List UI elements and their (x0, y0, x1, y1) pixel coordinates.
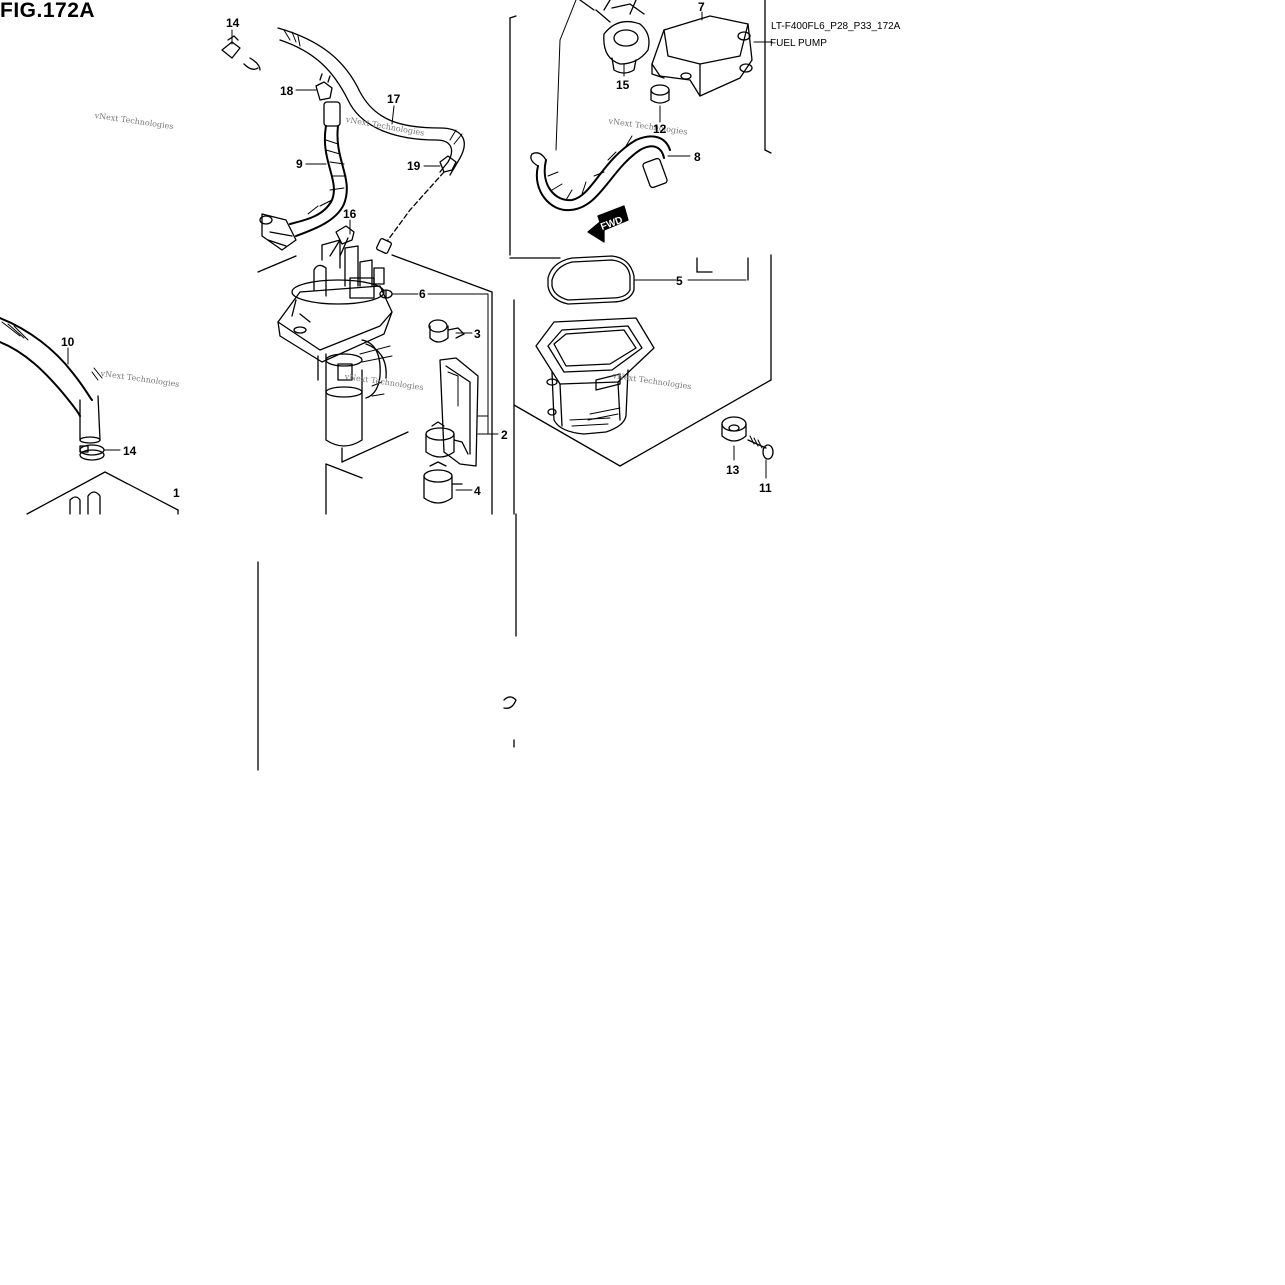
callout-numbers: 14 18 17 9 19 16 6 3 10 14 1 2 4 7 15 12… (61, 0, 772, 500)
callout-13: 13 (726, 463, 740, 477)
fwd-arrow (587, 205, 629, 243)
clip-19 (376, 155, 457, 254)
callout-7: 7 (698, 0, 705, 14)
callout-17: 17 (387, 92, 401, 106)
bolt-16 (329, 225, 355, 257)
grommet-13 (721, 416, 747, 442)
callout-16: 16 (343, 207, 357, 221)
callout-19: 19 (407, 159, 421, 173)
harness-9 (259, 101, 348, 251)
callout-15: 15 (616, 78, 630, 92)
callout-4: 4 (474, 484, 481, 498)
callout-1: 1 (173, 486, 180, 500)
part-4 (423, 461, 463, 504)
callout-11: 11 (759, 481, 772, 495)
watermark-3: vNext Technologies (607, 116, 688, 136)
watermark-4: vNext Technologies (99, 369, 180, 389)
bracket-7 (651, 15, 753, 97)
callout-14: 14 (226, 16, 240, 30)
callout-14-lower: 14 (123, 444, 137, 458)
filter-2 (439, 357, 479, 467)
leader-lines (67, 11, 773, 491)
clip-18 (315, 73, 333, 101)
fitting-2 (425, 421, 469, 458)
watermark-1: vNext Technologies (93, 111, 174, 131)
watermark-6: vNext Technologies (611, 371, 692, 391)
hose-10 (0, 317, 103, 444)
bolt-11 (747, 435, 774, 460)
callout-5: 5 (676, 274, 683, 288)
callout-8: 8 (694, 150, 701, 164)
pump-assembly (277, 239, 393, 447)
clamp-14-lower (79, 444, 105, 461)
watermark-5: vNext Technologies (343, 372, 424, 392)
callout-3: 3 (474, 327, 481, 341)
screw-6 (379, 289, 393, 299)
harness-8 (530, 0, 671, 212)
gasket-5 (547, 255, 635, 305)
watermarks: vNext Technologies vNext Technologies vN… (93, 111, 692, 392)
callout-9: 9 (296, 157, 303, 171)
figure-subtitle: FUEL PUMP (770, 38, 827, 49)
callout-12: 12 (653, 122, 667, 136)
frame-lines (26, 0, 772, 771)
hose-17 (277, 27, 465, 176)
callout-18: 18 (280, 84, 294, 98)
tank-body (535, 317, 655, 435)
clamp-14-upper (221, 35, 261, 71)
valve-15 (579, 0, 650, 74)
figure-code: LT-F400FL6_P28_P33_172A (771, 21, 901, 32)
grommet-12 (650, 84, 670, 104)
callout-10: 10 (61, 335, 75, 349)
part-3 (428, 319, 465, 343)
callout-2: 2 (501, 428, 508, 442)
figure-title: FIG.172A (0, 0, 96, 22)
callout-6: 6 (419, 287, 426, 301)
fittings-1 (69, 491, 101, 515)
